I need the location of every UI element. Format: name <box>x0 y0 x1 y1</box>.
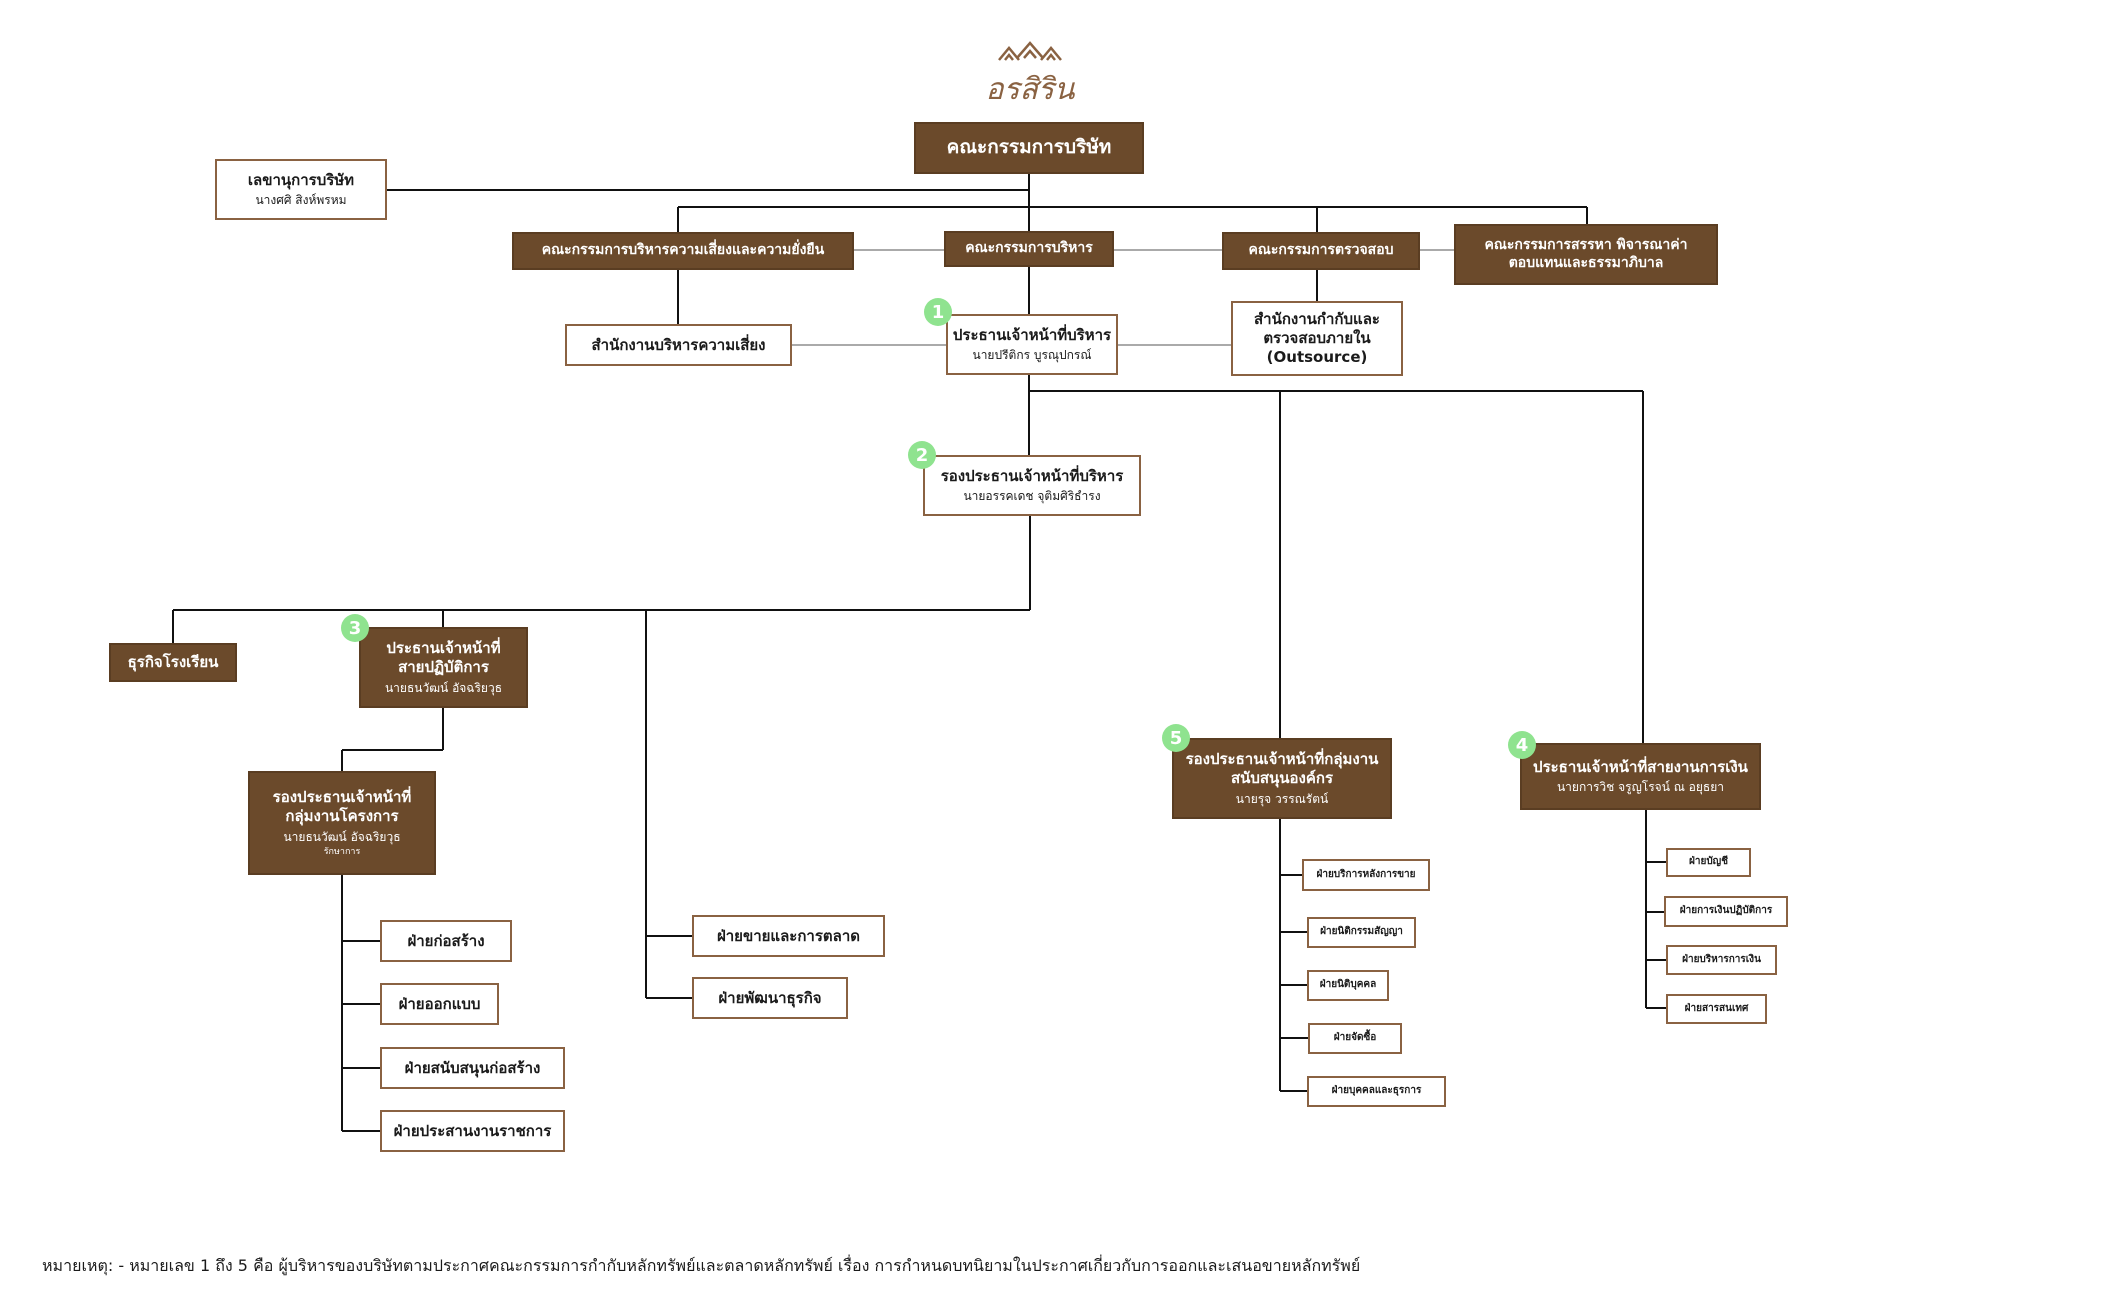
internal-audit-office: สำนักงานกำกับและตรวจสอบภายใน (Outsource) <box>1231 301 1403 376</box>
dept-finance-operations: ฝ่ายการเงินปฏิบัติการ <box>1664 896 1788 927</box>
dept-label: ฝ่ายขายและการตลาด <box>716 926 861 945</box>
executive-committee-title: คณะกรรมการบริหาร <box>965 240 1093 257</box>
risk-committee: คณะกรรมการบริหารความเสี่ยงและความยั่งยืน <box>512 232 854 270</box>
deputy-projects-title: รองประธานเจ้าหน้าที่กลุ่มงานโครงการ <box>272 788 412 825</box>
dept-procurement: ฝ่ายจัดซื้อ <box>1308 1023 1402 1054</box>
deputy-support-name: นายรุจ วรรณรัตน์ <box>1235 791 1329 806</box>
dept-label: ฝ่ายบุคคลและธุรการ <box>1331 1085 1422 1097</box>
logo-wordmark: อรสิริน <box>985 72 1075 107</box>
cfo-name: นายการวิช จรูญโรจน์ ณ อยุธยา <box>1556 780 1725 795</box>
dept-label: ฝ่ายบริหารการเงิน <box>1682 953 1761 965</box>
company-secretary: เลขานุการบริษัท นางศศิ สิงห์พรหม <box>215 159 387 220</box>
deputy-ceo-name: นายอรรคเดช จุติมศิริธำรง <box>963 489 1101 504</box>
ceo-title: ประธานเจ้าหน้าที่บริหาร <box>952 325 1112 344</box>
dept-government-coordination: ฝ่ายประสานงานราชการ <box>380 1110 565 1152</box>
badge-1: 1 <box>924 298 952 326</box>
deputy-projects-name: นายธนวัฒน์ อัจฉริยวุธ <box>283 829 401 844</box>
dept-label: ฝ่ายก่อสร้าง <box>407 931 485 950</box>
dept-information-technology: ฝ่ายสารสนเทศ <box>1666 994 1767 1024</box>
dept-label: ฝ่ายพัฒนาธุรกิจ <box>718 988 822 1007</box>
risk-management-office: สำนักงานบริหารความเสี่ยง <box>565 324 792 366</box>
risk-office-title: สำนักงานบริหารความเสี่ยง <box>591 335 766 354</box>
secretary-title: เลขานุการบริษัท <box>247 170 355 189</box>
badge-3: 3 <box>341 614 369 642</box>
dept-label: ฝ่ายจัดซื้อ <box>1333 1032 1377 1044</box>
board-of-directors: คณะกรรมการบริษัท <box>914 122 1144 174</box>
cfo-box: ประธานเจ้าหน้าที่สายงานการเงิน นายการวิช… <box>1520 743 1761 810</box>
dept-label: ฝ่ายบัญชี <box>1689 856 1728 868</box>
audit-committee: คณะกรรมการตรวจสอบ <box>1222 232 1420 270</box>
coo-title: ประธานเจ้าหน้าที่สายปฏิบัติการ <box>386 639 501 676</box>
dept-hr-admin: ฝ่ายบุคคลและธุรการ <box>1307 1076 1446 1107</box>
secretary-name: นางศศิ สิงห์พรหม <box>255 193 347 208</box>
dept-financial-management: ฝ่ายบริหารการเงิน <box>1666 945 1777 975</box>
dept-contracts: ฝ่ายนิติกรรมสัญญา <box>1307 917 1416 948</box>
dept-juristic-person: ฝ่ายนิติบุคคล <box>1307 970 1389 1001</box>
school-business: ธุรกิจโรงเรียน <box>109 643 237 682</box>
cfo-title: ประธานเจ้าหน้าที่สายงานการเงิน <box>1533 757 1748 776</box>
nomination-committee-title: คณะกรรมการสรรหา พิจารณาค่าตอบแทนและธรรมา… <box>1484 237 1688 271</box>
executive-committee: คณะกรรมการบริหาร <box>944 231 1114 267</box>
deputy-ceo-box: รองประธานเจ้าหน้าที่บริหาร นายอรรคเดช จุ… <box>923 455 1141 516</box>
internal-audit-title: สำนักงานกำกับและตรวจสอบภายใน (Outsource) <box>1254 310 1380 366</box>
badge-2: 2 <box>908 441 936 469</box>
ceo-name: นายปรีติกร บูรณุปกรณ์ <box>972 348 1092 363</box>
dept-construction: ฝ่ายก่อสร้าง <box>380 920 512 962</box>
company-logo: อรสิริน <box>950 40 1110 113</box>
badge-4: 4 <box>1508 731 1536 759</box>
coo-box: ประธานเจ้าหน้าที่สายปฏิบัติการ นายธนวัฒน… <box>359 627 528 708</box>
dept-sales-marketing: ฝ่ายขายและการตลาด <box>692 915 885 957</box>
dept-label: ฝ่ายออกแบบ <box>398 994 481 1013</box>
deputy-projects-note: รักษาการ <box>323 846 361 857</box>
dept-design: ฝ่ายออกแบบ <box>380 983 499 1025</box>
nomination-committee: คณะกรรมการสรรหา พิจารณาค่าตอบแทนและธรรมา… <box>1454 224 1718 285</box>
badge-5: 5 <box>1162 724 1190 752</box>
ceo-box: ประธานเจ้าหน้าที่บริหาร นายปรีติกร บูรณุ… <box>946 314 1118 375</box>
coo-name: นายธนวัฒน์ อัจฉริยวุธ <box>384 680 503 695</box>
dept-label: ฝ่ายนิติกรรมสัญญา <box>1320 926 1403 938</box>
risk-committee-title: คณะกรรมการบริหารความเสี่ยงและความยั่งยืน <box>541 242 825 259</box>
dept-construction-support: ฝ่ายสนับสนุนก่อสร้าง <box>380 1047 565 1089</box>
dept-label: ฝ่ายสนับสนุนก่อสร้าง <box>404 1058 541 1077</box>
deputy-support-title: รองประธานเจ้าหน้าที่กลุ่มงานสนับสนุนองค์… <box>1185 750 1379 787</box>
dept-label: ฝ่ายการเงินปฏิบัติการ <box>1679 905 1773 917</box>
dept-label: ฝ่ายประสานงานราชการ <box>393 1121 552 1140</box>
dept-after-sales: ฝ่ายบริการหลังการขาย <box>1302 859 1430 891</box>
deputy-projects-box: รองประธานเจ้าหน้าที่กลุ่มงานโครงการ นายธ… <box>248 771 436 875</box>
audit-committee-title: คณะกรรมการตรวจสอบ <box>1248 242 1394 259</box>
dept-accounting: ฝ่ายบัญชี <box>1666 848 1751 877</box>
dept-business-development: ฝ่ายพัฒนาธุรกิจ <box>692 977 848 1019</box>
dept-label: ฝ่ายนิติบุคคล <box>1319 979 1377 991</box>
dept-label: ฝ่ายสารสนเทศ <box>1684 1002 1749 1014</box>
deputy-ceo-title: รองประธานเจ้าหน้าที่บริหาร <box>940 466 1124 485</box>
board-title: คณะกรรมการบริษัท <box>946 136 1112 159</box>
school-title: ธุรกิจโรงเรียน <box>127 653 219 672</box>
deputy-support-box: รองประธานเจ้าหน้าที่กลุ่มงานสนับสนุนองค์… <box>1172 738 1392 819</box>
footnote: หมายเหตุ: - หมายเลข 1 ถึง 5 คือ ผู้บริหา… <box>42 1256 1361 1275</box>
logo-roof-icon <box>998 41 1062 61</box>
dept-label: ฝ่ายบริการหลังการขาย <box>1316 868 1416 880</box>
